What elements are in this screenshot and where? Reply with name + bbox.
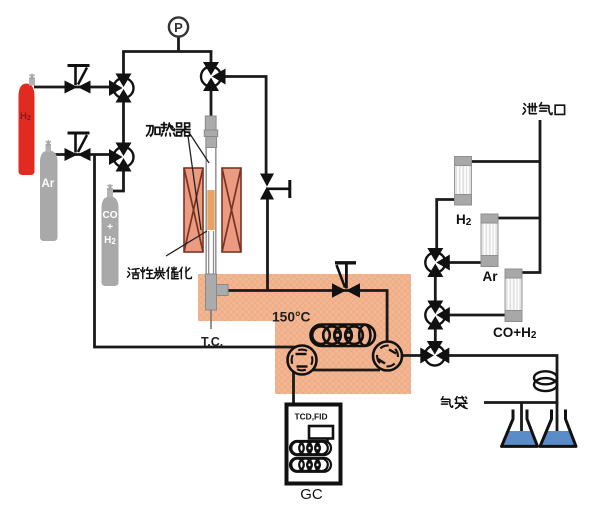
svg-text:H2: H2: [104, 235, 116, 246]
svg-text:150°C: 150°C: [272, 310, 311, 325]
svg-text:CO+H2: CO+H2: [493, 325, 537, 341]
svg-text:H2: H2: [20, 111, 31, 122]
svg-text:P: P: [174, 20, 183, 35]
svg-text:H2: H2: [456, 212, 472, 228]
svg-text:GC: GC: [300, 486, 323, 503]
svg-text:Ar: Ar: [42, 178, 55, 190]
svg-text:T.C.: T.C.: [201, 335, 223, 349]
svg-text:Ar: Ar: [483, 269, 499, 284]
svg-text:+: +: [107, 222, 113, 233]
svg-text:CO: CO: [103, 210, 118, 221]
svg-text:TCD,FID: TCD,FID: [295, 412, 328, 422]
